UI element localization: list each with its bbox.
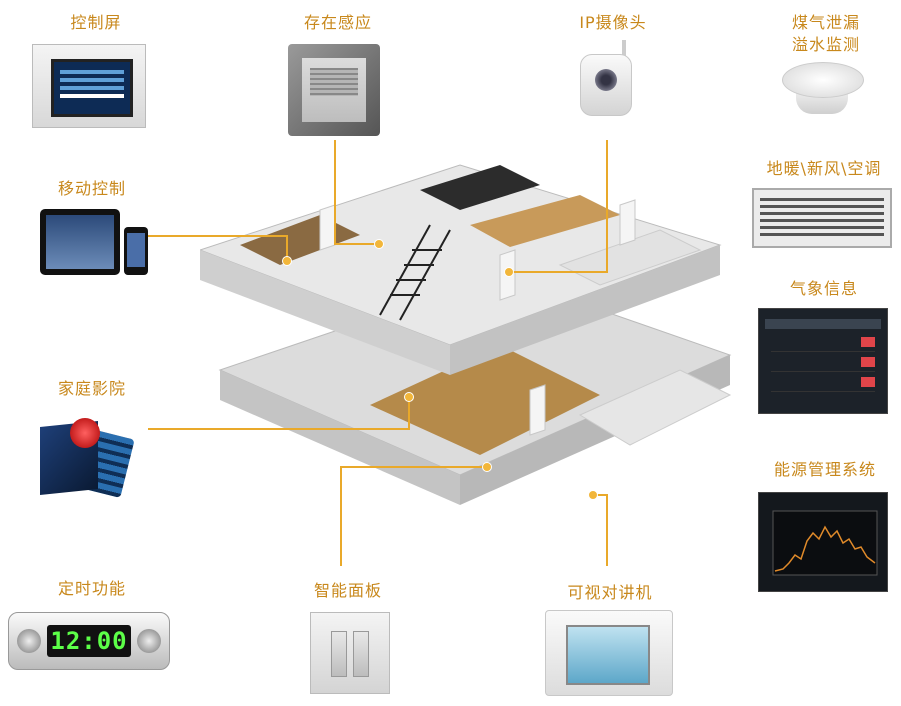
label-presence-sensing: 存在感应: [303, 13, 372, 32]
intercom-image: [545, 610, 673, 696]
label-video-intercom: 可视对讲机: [567, 583, 653, 602]
leader-line-camera: [606, 140, 608, 272]
leader-line-theater: [148, 428, 410, 430]
hvac-grille-image: [752, 188, 892, 248]
house-illustration: [200, 164, 732, 505]
home-theater-image: [40, 418, 135, 498]
leader-line-intercom: [606, 494, 608, 566]
connector-dot: [404, 392, 414, 402]
connector-dot: [282, 256, 292, 266]
smoke-detector-image: [782, 62, 864, 120]
leader-line-mobile-v: [286, 235, 288, 259]
leader-line-mobile: [148, 235, 288, 237]
label-hvac: 地暖\新风\空调: [766, 159, 882, 178]
leader-line-presence: [334, 140, 336, 244]
leader-line-panel: [340, 466, 342, 566]
label-control-screen: 控制屏: [70, 13, 122, 32]
control-screen-image: [32, 44, 146, 128]
connector-dot: [504, 267, 514, 277]
label-gas-leak: 煤气泄漏: [791, 13, 860, 32]
label-timer: 定时功能: [57, 579, 126, 598]
ip-camera-image: [578, 40, 636, 120]
energy-chart-image: [758, 492, 888, 592]
presence-sensor-image: [288, 44, 380, 136]
connector-dot: [482, 462, 492, 472]
leader-line-camera-h: [510, 271, 608, 273]
label-smart-panel: 智能面板: [313, 581, 382, 600]
connector-dot: [374, 239, 384, 249]
weather-screen-image: [758, 308, 888, 414]
tablet-phone-image: [40, 205, 150, 280]
timer-device: 12:00: [8, 612, 170, 670]
connector-dot: [588, 490, 598, 500]
label-weather: 气象信息: [789, 279, 858, 298]
leader-line-theater-v: [408, 396, 410, 430]
label-mobile-control: 移动控制: [57, 179, 126, 198]
label-water-monitor: 溢水监测: [791, 35, 860, 54]
leader-line-intercom-h: [592, 494, 608, 496]
label-energy: 能源管理系统: [773, 460, 876, 479]
label-ip-camera: IP摄像头: [579, 13, 647, 32]
smart-panel-image: [310, 612, 390, 694]
leader-line-presence-h: [334, 243, 378, 245]
leader-line-panel-h: [340, 466, 486, 468]
label-home-theater: 家庭影院: [57, 379, 126, 398]
timer-display: 12:00: [47, 625, 131, 657]
